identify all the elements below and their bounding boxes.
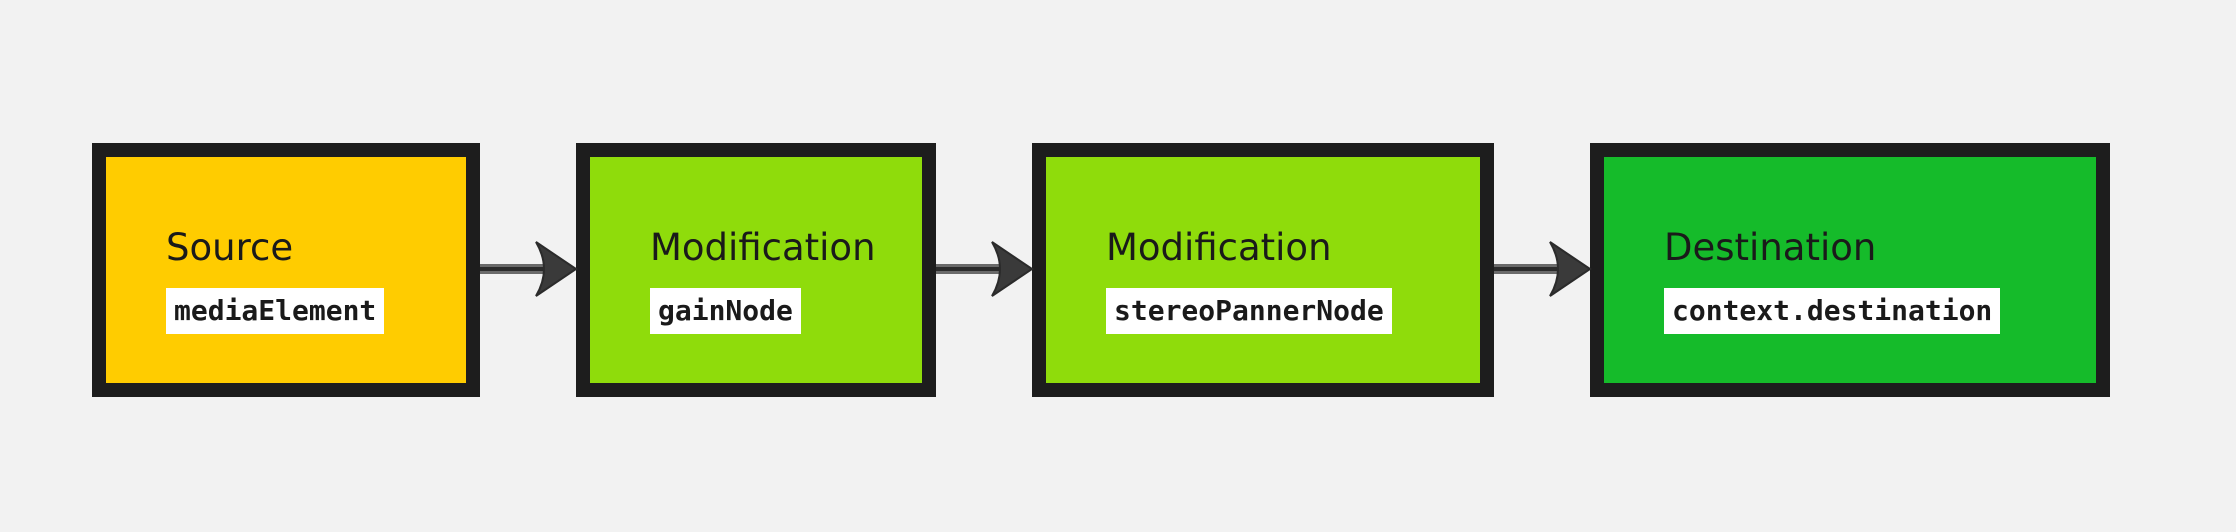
node-title: Source xyxy=(166,226,294,269)
node-code-label: gainNode xyxy=(650,288,801,334)
node-title: Modification xyxy=(1106,226,1332,269)
arrow-source-to-gain xyxy=(480,241,578,297)
gain-modification-node: Modification gainNode xyxy=(576,143,936,397)
node-code-label: context.destination xyxy=(1664,288,2001,334)
arrow-gain-to-panner xyxy=(936,241,1034,297)
destination-node: Destination context.destination xyxy=(1590,143,2110,397)
panner-modification-node: Modification stereoPannerNode xyxy=(1032,143,1494,397)
node-code-label: mediaElement xyxy=(166,288,385,334)
node-title: Modification xyxy=(650,226,876,269)
node-code-label: stereoPannerNode xyxy=(1106,288,1392,334)
source-node: Source mediaElement xyxy=(92,143,480,397)
node-title: Destination xyxy=(1664,226,1877,269)
arrow-panner-to-destination xyxy=(1494,241,1592,297)
